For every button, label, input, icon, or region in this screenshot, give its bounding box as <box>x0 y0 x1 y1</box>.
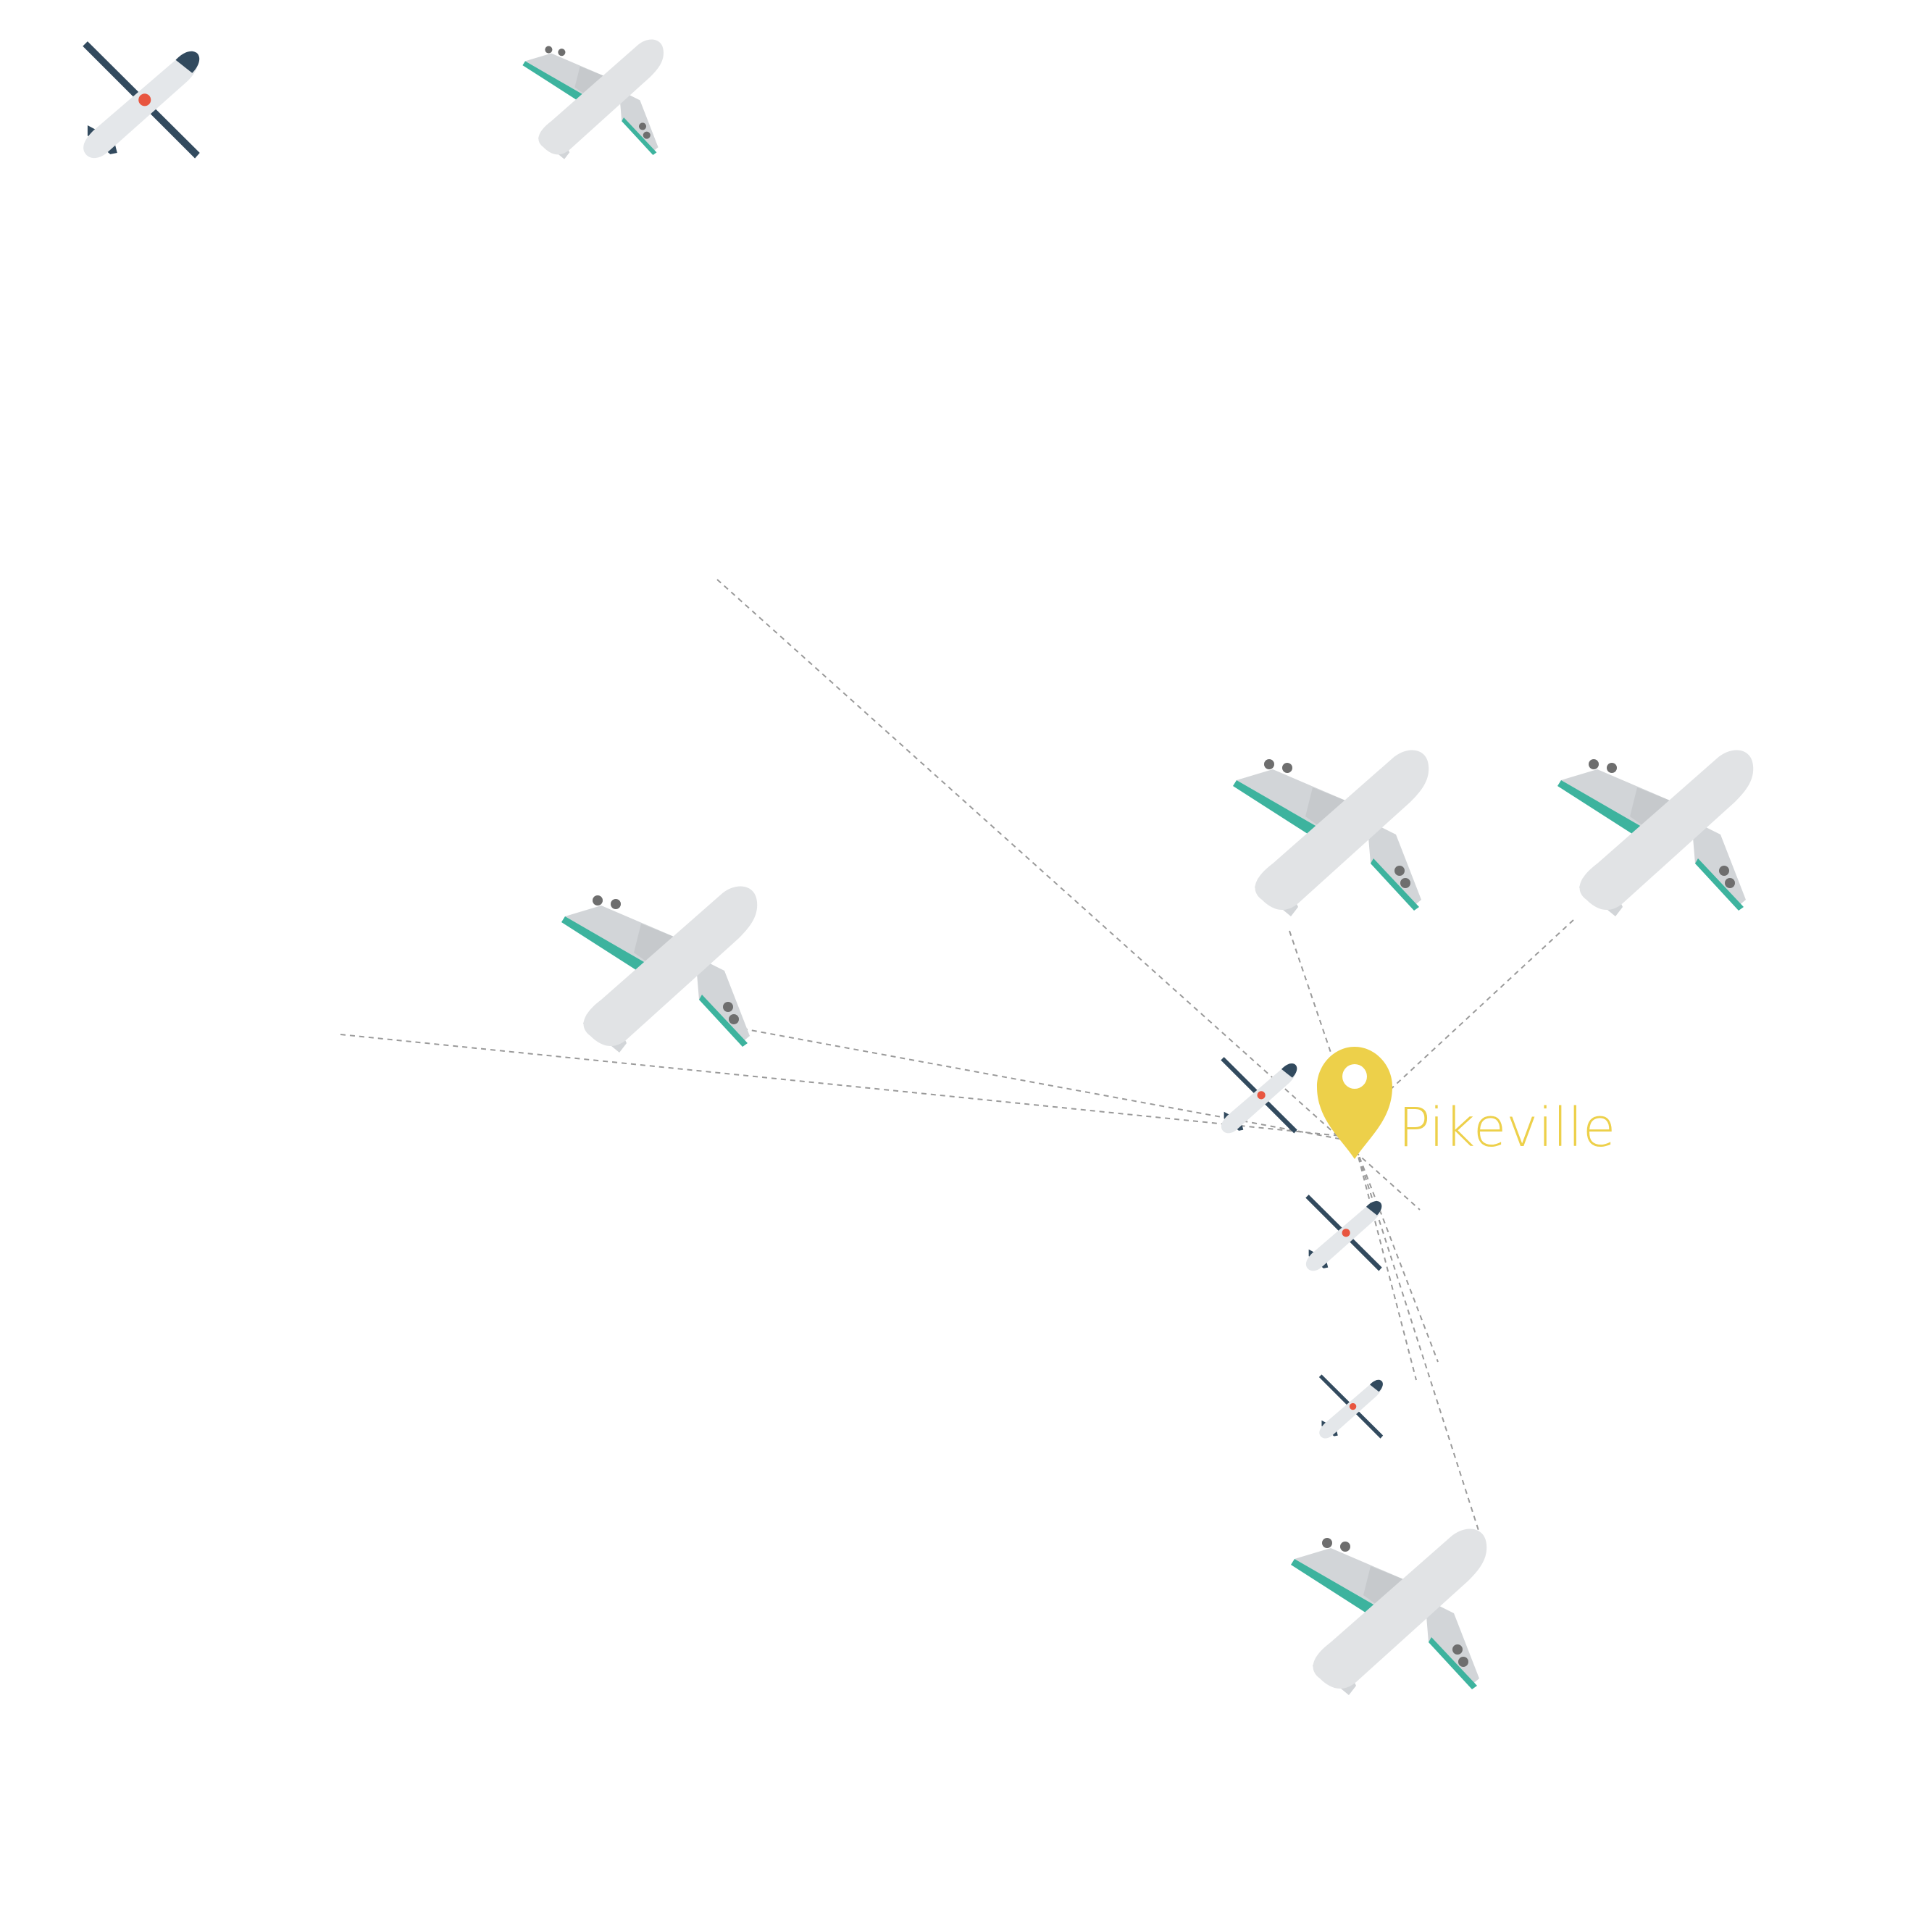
airliner-icon <box>561 886 758 1053</box>
airliner-icon <box>1557 750 1754 916</box>
route-line <box>340 1034 1355 1138</box>
route-line <box>1355 1147 1439 1363</box>
propeller-plane-icon <box>1318 1374 1384 1439</box>
location-label: Pikeville <box>1398 1097 1615 1159</box>
propeller-plane-icon <box>1305 1195 1382 1271</box>
route-line <box>716 579 1421 1210</box>
map-pin-icon <box>1317 1047 1392 1159</box>
route-line <box>742 1028 1352 1142</box>
airliner-icon <box>1233 750 1429 916</box>
propeller-plane-icon <box>1221 1057 1297 1134</box>
route-line <box>1355 1147 1417 1381</box>
airliner-icon <box>1291 1529 1487 1695</box>
propeller-plane-icon <box>83 41 200 159</box>
route-line <box>1358 919 1574 1120</box>
aircraft-layer <box>83 39 1754 1695</box>
flight-routes <box>340 579 1574 1540</box>
airliner-icon <box>522 39 664 159</box>
